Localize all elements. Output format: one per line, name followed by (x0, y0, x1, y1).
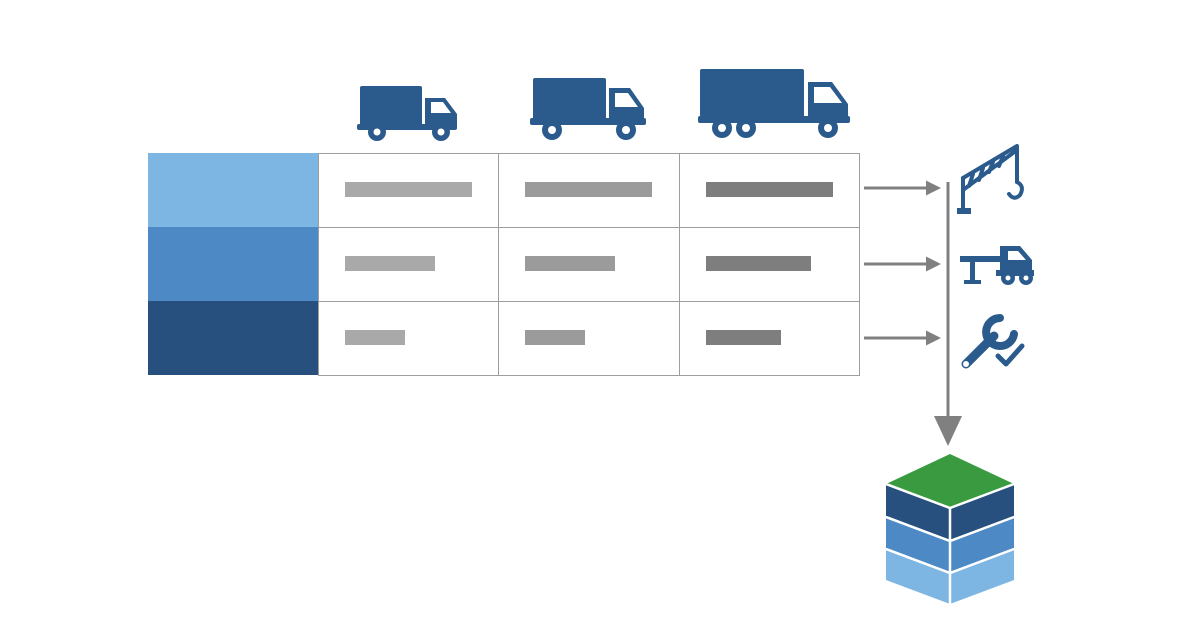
row-band-light (148, 153, 318, 227)
grid-cell-r2-c1 (318, 227, 499, 302)
large-truck-icon (698, 69, 850, 138)
placeholder-bar (706, 182, 833, 197)
placeholder-bar (345, 330, 405, 345)
row-band-dark (148, 301, 318, 375)
wrench-check-icon (961, 314, 1025, 369)
placeholder-bar (345, 256, 435, 271)
placeholder-bar (345, 182, 472, 197)
grid-cell-r3-c3 (679, 301, 860, 376)
grid-cell-r3-c1 (318, 301, 499, 376)
grid-cell-r1-c2 (498, 153, 680, 228)
connector-arrows (864, 180, 962, 446)
small-truck-icon (357, 86, 457, 141)
row-band-mid (148, 227, 318, 301)
crane-icon (957, 144, 1024, 214)
placeholder-bar (706, 256, 811, 271)
medium-truck-icon (530, 78, 646, 140)
grid-cell-r1-c1 (318, 153, 499, 228)
grid-cell-r1-c3 (679, 153, 860, 228)
tow-truck-icon (960, 246, 1034, 285)
stacked-cube-icon (885, 454, 1015, 604)
grid-cell-r2-c3 (679, 227, 860, 302)
grid-cell-r3-c2 (498, 301, 680, 376)
grid-cell-r2-c2 (498, 227, 680, 302)
placeholder-bar (525, 256, 615, 271)
placeholder-bar (706, 330, 781, 345)
placeholder-bar (525, 330, 585, 345)
placeholder-bar (525, 182, 652, 197)
